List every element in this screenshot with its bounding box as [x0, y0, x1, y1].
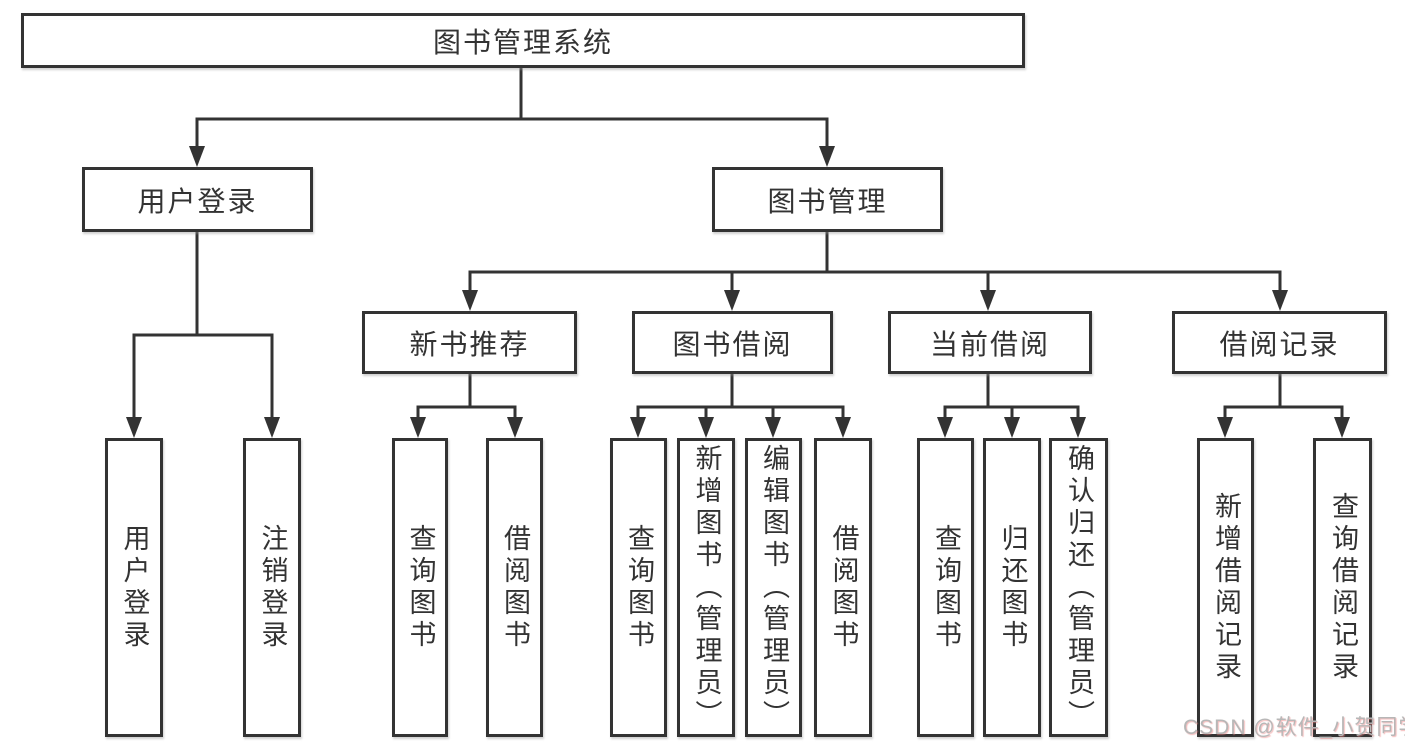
leaf-logout: 注销登录: [243, 438, 301, 737]
leaf-user-login: 用户登录: [105, 438, 163, 737]
leaf-edit-books-admin: 编辑图书（管理员）: [745, 438, 802, 737]
leaf-borrow-books: 借阅图书: [814, 438, 872, 737]
leaf-edit-books-admin-label: 编辑图书（管理员）: [759, 443, 789, 732]
leaf-query-books-recommend: 查询图书: [392, 438, 448, 737]
node-current-borrow-label: 当前借阅: [929, 328, 1050, 360]
leaf-query-books-borrow-label: 查询图书: [624, 523, 654, 652]
leaf-borrow-books-label: 借阅图书: [828, 523, 859, 652]
node-current-borrow: 当前借阅: [888, 311, 1092, 374]
leaf-confirm-return-admin-label: 确认归还（管理员）: [1064, 443, 1094, 732]
node-root: 图书管理系统: [21, 13, 1025, 68]
leaf-query-books-current: 查询图书: [917, 438, 974, 737]
leaf-user-login-label: 用户登录: [119, 523, 150, 652]
leaf-query-books-current-label: 查询图书: [931, 523, 961, 652]
node-book-management-label: 图书管理: [767, 185, 888, 217]
node-new-book-recommend-label: 新书推荐: [409, 328, 530, 360]
leaf-add-borrow-record: 新增借阅记录: [1197, 438, 1254, 737]
node-user-login-label: 用户登录: [137, 185, 258, 217]
leaf-borrow-books-recommend-label: 借阅图书: [500, 523, 530, 652]
node-borrow-record-label: 借阅记录: [1219, 328, 1340, 360]
node-book-management: 图书管理: [712, 167, 943, 232]
leaf-return-books-label: 归还图书: [997, 523, 1028, 652]
leaf-query-books-borrow: 查询图书: [610, 438, 667, 737]
leaf-query-borrow-record-label: 查询借阅记录: [1328, 491, 1358, 684]
leaf-add-books-admin: 新增图书（管理员）: [677, 438, 735, 737]
node-root-label: 图书管理系统: [432, 26, 613, 58]
watermark: CSDN @软件_小贺同学: [1183, 716, 1405, 739]
node-user-login: 用户登录: [82, 167, 313, 232]
leaf-confirm-return-admin: 确认归还（管理员）: [1049, 438, 1108, 737]
node-new-book-recommend: 新书推荐: [362, 311, 577, 374]
leaf-add-borrow-record-label: 新增借阅记录: [1211, 491, 1241, 684]
leaf-return-books: 归还图书: [983, 438, 1041, 737]
leaf-add-books-admin-label: 新增图书（管理员）: [691, 443, 722, 732]
leaf-borrow-books-recommend: 借阅图书: [486, 438, 543, 737]
node-book-borrow-label: 图书借阅: [672, 328, 793, 360]
node-book-borrow: 图书借阅: [632, 311, 833, 374]
leaf-query-borrow-record: 查询借阅记录: [1313, 438, 1372, 737]
leaf-logout-label: 注销登录: [257, 523, 288, 652]
leaf-query-books-recommend-label: 查询图书: [405, 523, 436, 652]
node-borrow-record: 借阅记录: [1172, 311, 1387, 374]
arrowhead-icons: [126, 146, 1350, 438]
